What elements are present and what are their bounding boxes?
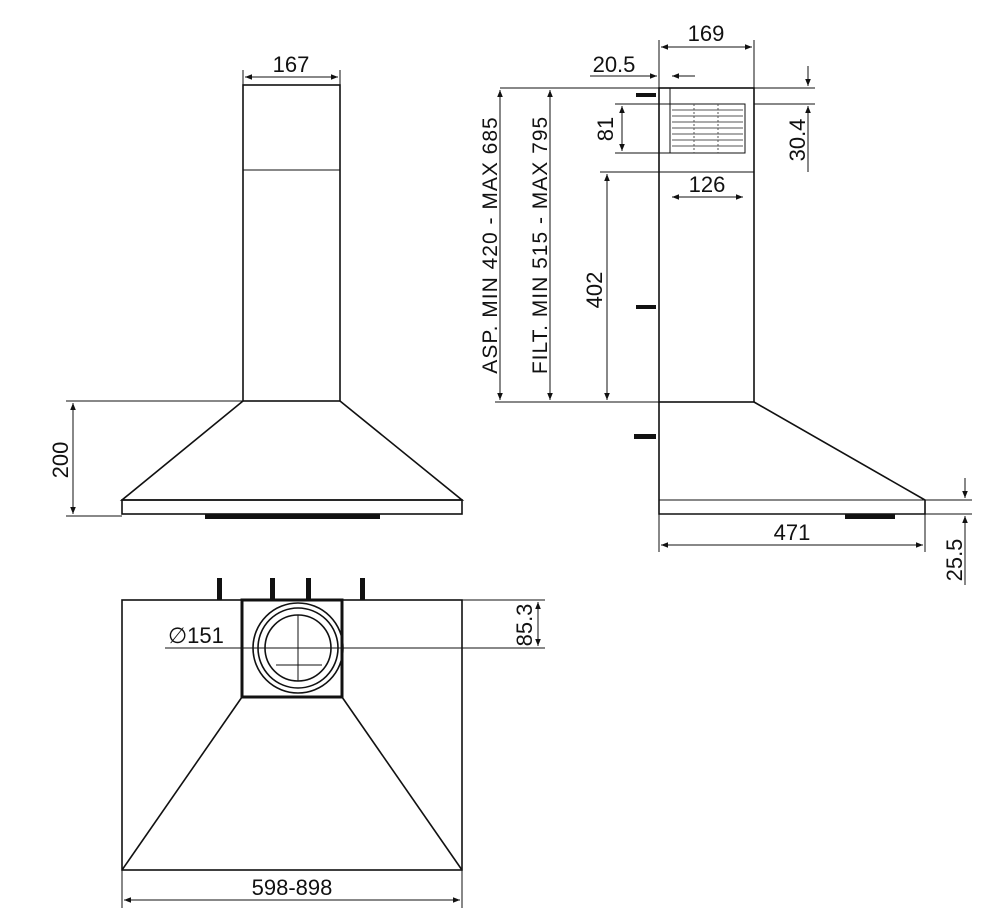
- label-base-thickness: 25.5: [942, 539, 967, 582]
- side-view: 169 20.5 30.4 81 126 402 ASP. MIN 420 - …: [479, 21, 972, 585]
- front-chimney: [242, 84, 341, 402]
- side-hood-canopy: [658, 401, 926, 515]
- label-filt-range: FILT. MIN 515 - MAX 795: [529, 116, 552, 374]
- label-asp-range: ASP. MIN 420 - MAX 685: [479, 116, 502, 373]
- top-view: ∅151 85.3 598-898: [121, 578, 545, 908]
- label-chimney-depth: 169: [688, 21, 725, 46]
- label-top-offset: 30.4: [785, 119, 810, 162]
- side-light: [845, 514, 895, 519]
- label-hood-height: 200: [48, 442, 73, 479]
- label-grille-width: 126: [689, 172, 726, 197]
- label-outlet-offset: 85.3: [512, 604, 537, 647]
- front-hood-canopy: [119, 400, 465, 501]
- label-wall-offset: 20.5: [593, 52, 636, 77]
- label-grille-height: 81: [593, 117, 618, 141]
- label-bracket-distance: 402: [582, 272, 607, 309]
- mounting-bolts-icon: [217, 578, 365, 600]
- front-view: 167 200: [48, 52, 465, 519]
- vent-grille: [669, 103, 746, 154]
- side-chimney: [658, 87, 755, 403]
- label-width-range: 598-898: [252, 875, 333, 900]
- front-hood-base: [121, 499, 463, 515]
- label-outlet-diameter: ∅151: [168, 623, 224, 648]
- wall-screw-icon: [634, 93, 656, 439]
- label-chimney-width: 167: [273, 52, 310, 77]
- label-depth: 471: [774, 520, 811, 545]
- front-light-strip: [205, 514, 380, 519]
- grille-slats: [672, 104, 743, 153]
